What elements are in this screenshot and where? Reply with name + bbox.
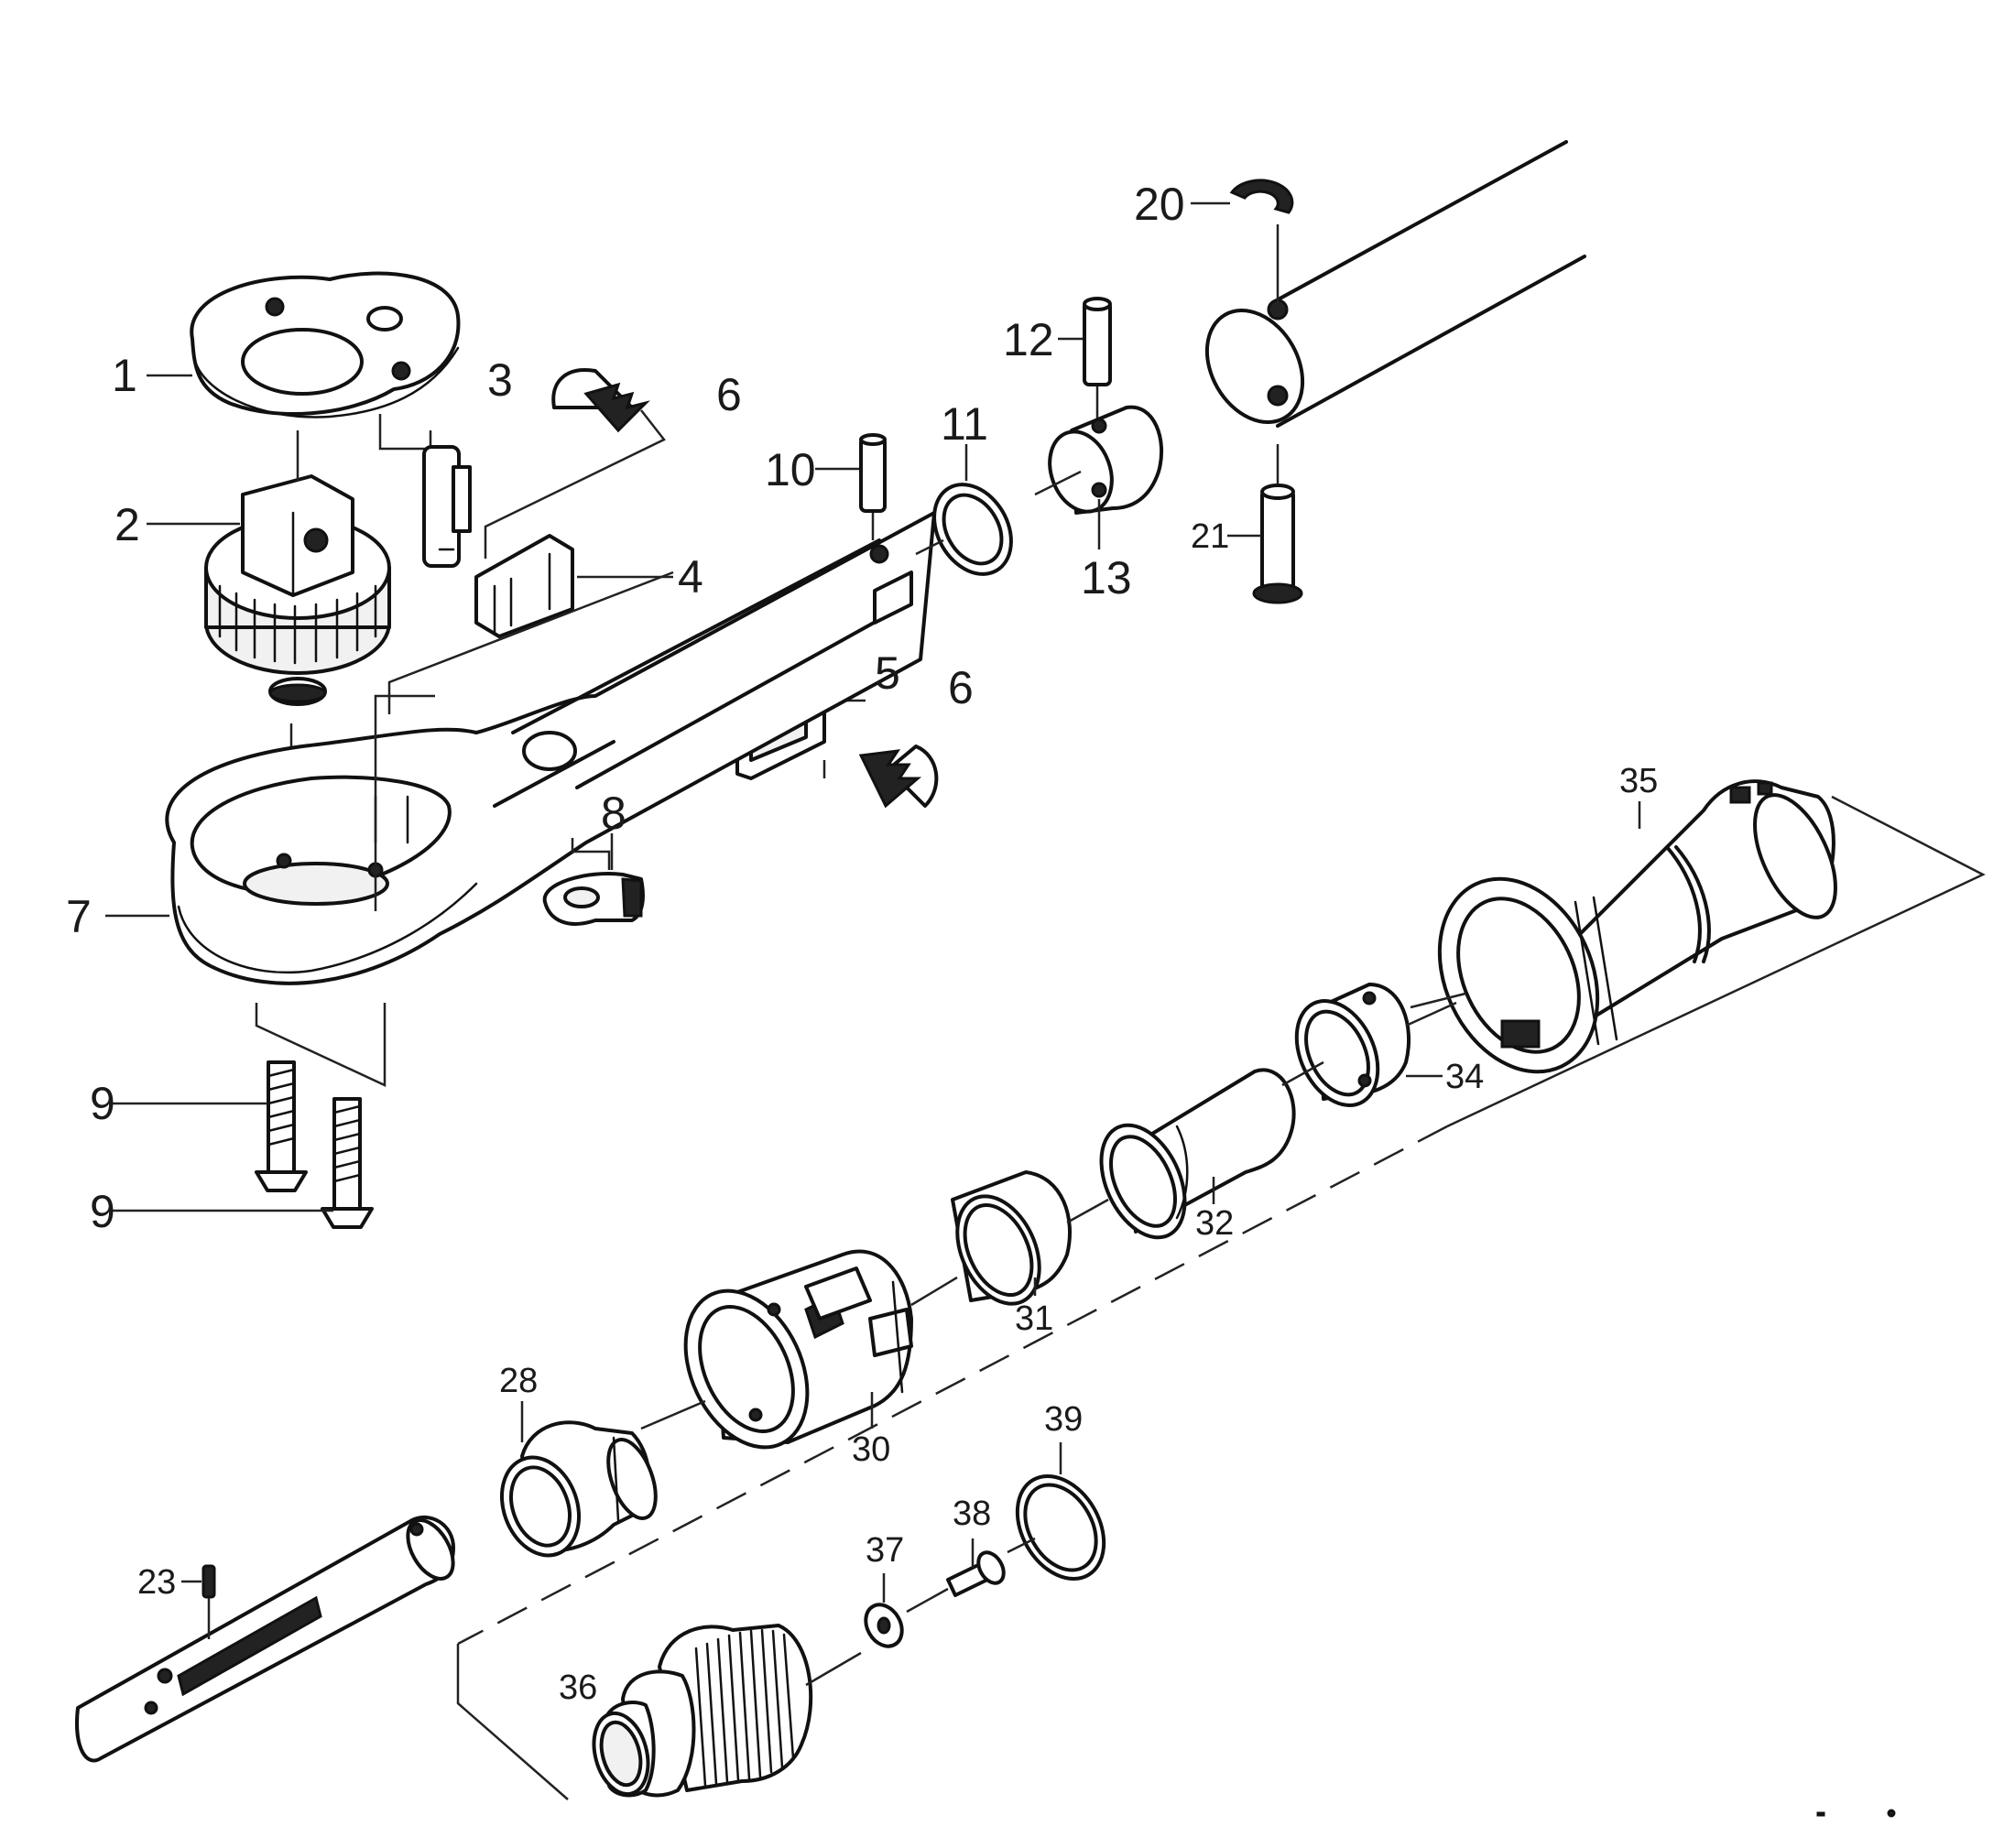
part-34-ring xyxy=(1294,983,1410,1107)
label-part-10: 10 xyxy=(765,444,816,495)
label-part-13: 13 xyxy=(1081,552,1132,603)
part-30-coupler xyxy=(683,1249,913,1450)
label-part-28: 28 xyxy=(499,1362,538,1400)
label-part-34: 34 xyxy=(1445,1058,1484,1096)
part-31-ring xyxy=(951,1170,1072,1306)
label-part-5: 5 xyxy=(875,647,900,699)
label-part-3: 3 xyxy=(487,354,513,406)
label-part-21: 21 xyxy=(1191,517,1229,556)
label-part-12: 12 xyxy=(1003,314,1054,365)
callout-labels: 1 2 3 4 5 6 6 7 8 9 9 10 11 12 13 20 21 … xyxy=(66,179,1658,1707)
handle-tube xyxy=(1204,140,1586,428)
part-28-cap xyxy=(499,1420,658,1558)
label-part-6-lower: 6 xyxy=(948,662,974,713)
part-37-washer xyxy=(864,1603,904,1648)
part-12-pin xyxy=(1083,297,1112,386)
label-part-9-lower: 9 xyxy=(90,1186,115,1237)
part-7-ratchet-head xyxy=(165,511,936,985)
label-part-38: 38 xyxy=(953,1495,991,1533)
label-part-1: 1 xyxy=(112,350,137,401)
label-part-6-upper: 6 xyxy=(716,369,742,420)
part-10-pin xyxy=(859,433,887,513)
assembly-axes xyxy=(456,795,1986,1800)
label-part-23: 23 xyxy=(137,1563,176,1602)
label-part-37: 37 xyxy=(866,1531,904,1570)
part-9-screw-right xyxy=(321,1097,374,1229)
label-part-39: 39 xyxy=(1044,1400,1083,1439)
part-38-screw xyxy=(946,1550,1006,1597)
part-32-sleeve xyxy=(1099,1068,1296,1240)
label-part-2: 2 xyxy=(114,499,140,550)
part-39-ring xyxy=(1015,1473,1106,1582)
label-part-31: 31 xyxy=(1015,1299,1053,1338)
label-part-9-upper: 9 xyxy=(90,1078,115,1129)
part-8-latch xyxy=(542,872,645,926)
part-9-screw-left xyxy=(255,1060,308,1192)
part-6-spring-lower xyxy=(858,745,939,809)
part-21-pin xyxy=(1252,484,1303,604)
part-1-cover-plate xyxy=(190,271,461,419)
part-35-handle-grip xyxy=(1437,779,1837,1074)
part-20-e-clip xyxy=(1229,179,1294,214)
label-part-8: 8 xyxy=(601,788,626,839)
part-2-drive-gear xyxy=(204,474,391,706)
label-part-36: 36 xyxy=(559,1669,597,1707)
label-part-30: 30 xyxy=(852,1430,890,1469)
label-part-11: 11 xyxy=(941,398,988,450)
label-leaders-upper xyxy=(105,374,240,918)
part-3-pawl-pin xyxy=(422,445,472,568)
part-36-adjustment-knob xyxy=(592,1624,813,1798)
part-13-sleeve xyxy=(1048,405,1164,515)
label-part-4: 4 xyxy=(678,551,703,603)
part-4-pawl xyxy=(474,534,574,638)
assembly-axis-lines xyxy=(640,1001,1457,1430)
label-part-32: 32 xyxy=(1195,1204,1234,1243)
label-part-7: 7 xyxy=(66,891,92,942)
part-11-ring xyxy=(932,483,1013,576)
label-part-20: 20 xyxy=(1134,179,1185,230)
part-6-spring-upper xyxy=(551,368,650,433)
label-part-35: 35 xyxy=(1619,762,1658,800)
part-23-shaft xyxy=(75,1515,455,1763)
